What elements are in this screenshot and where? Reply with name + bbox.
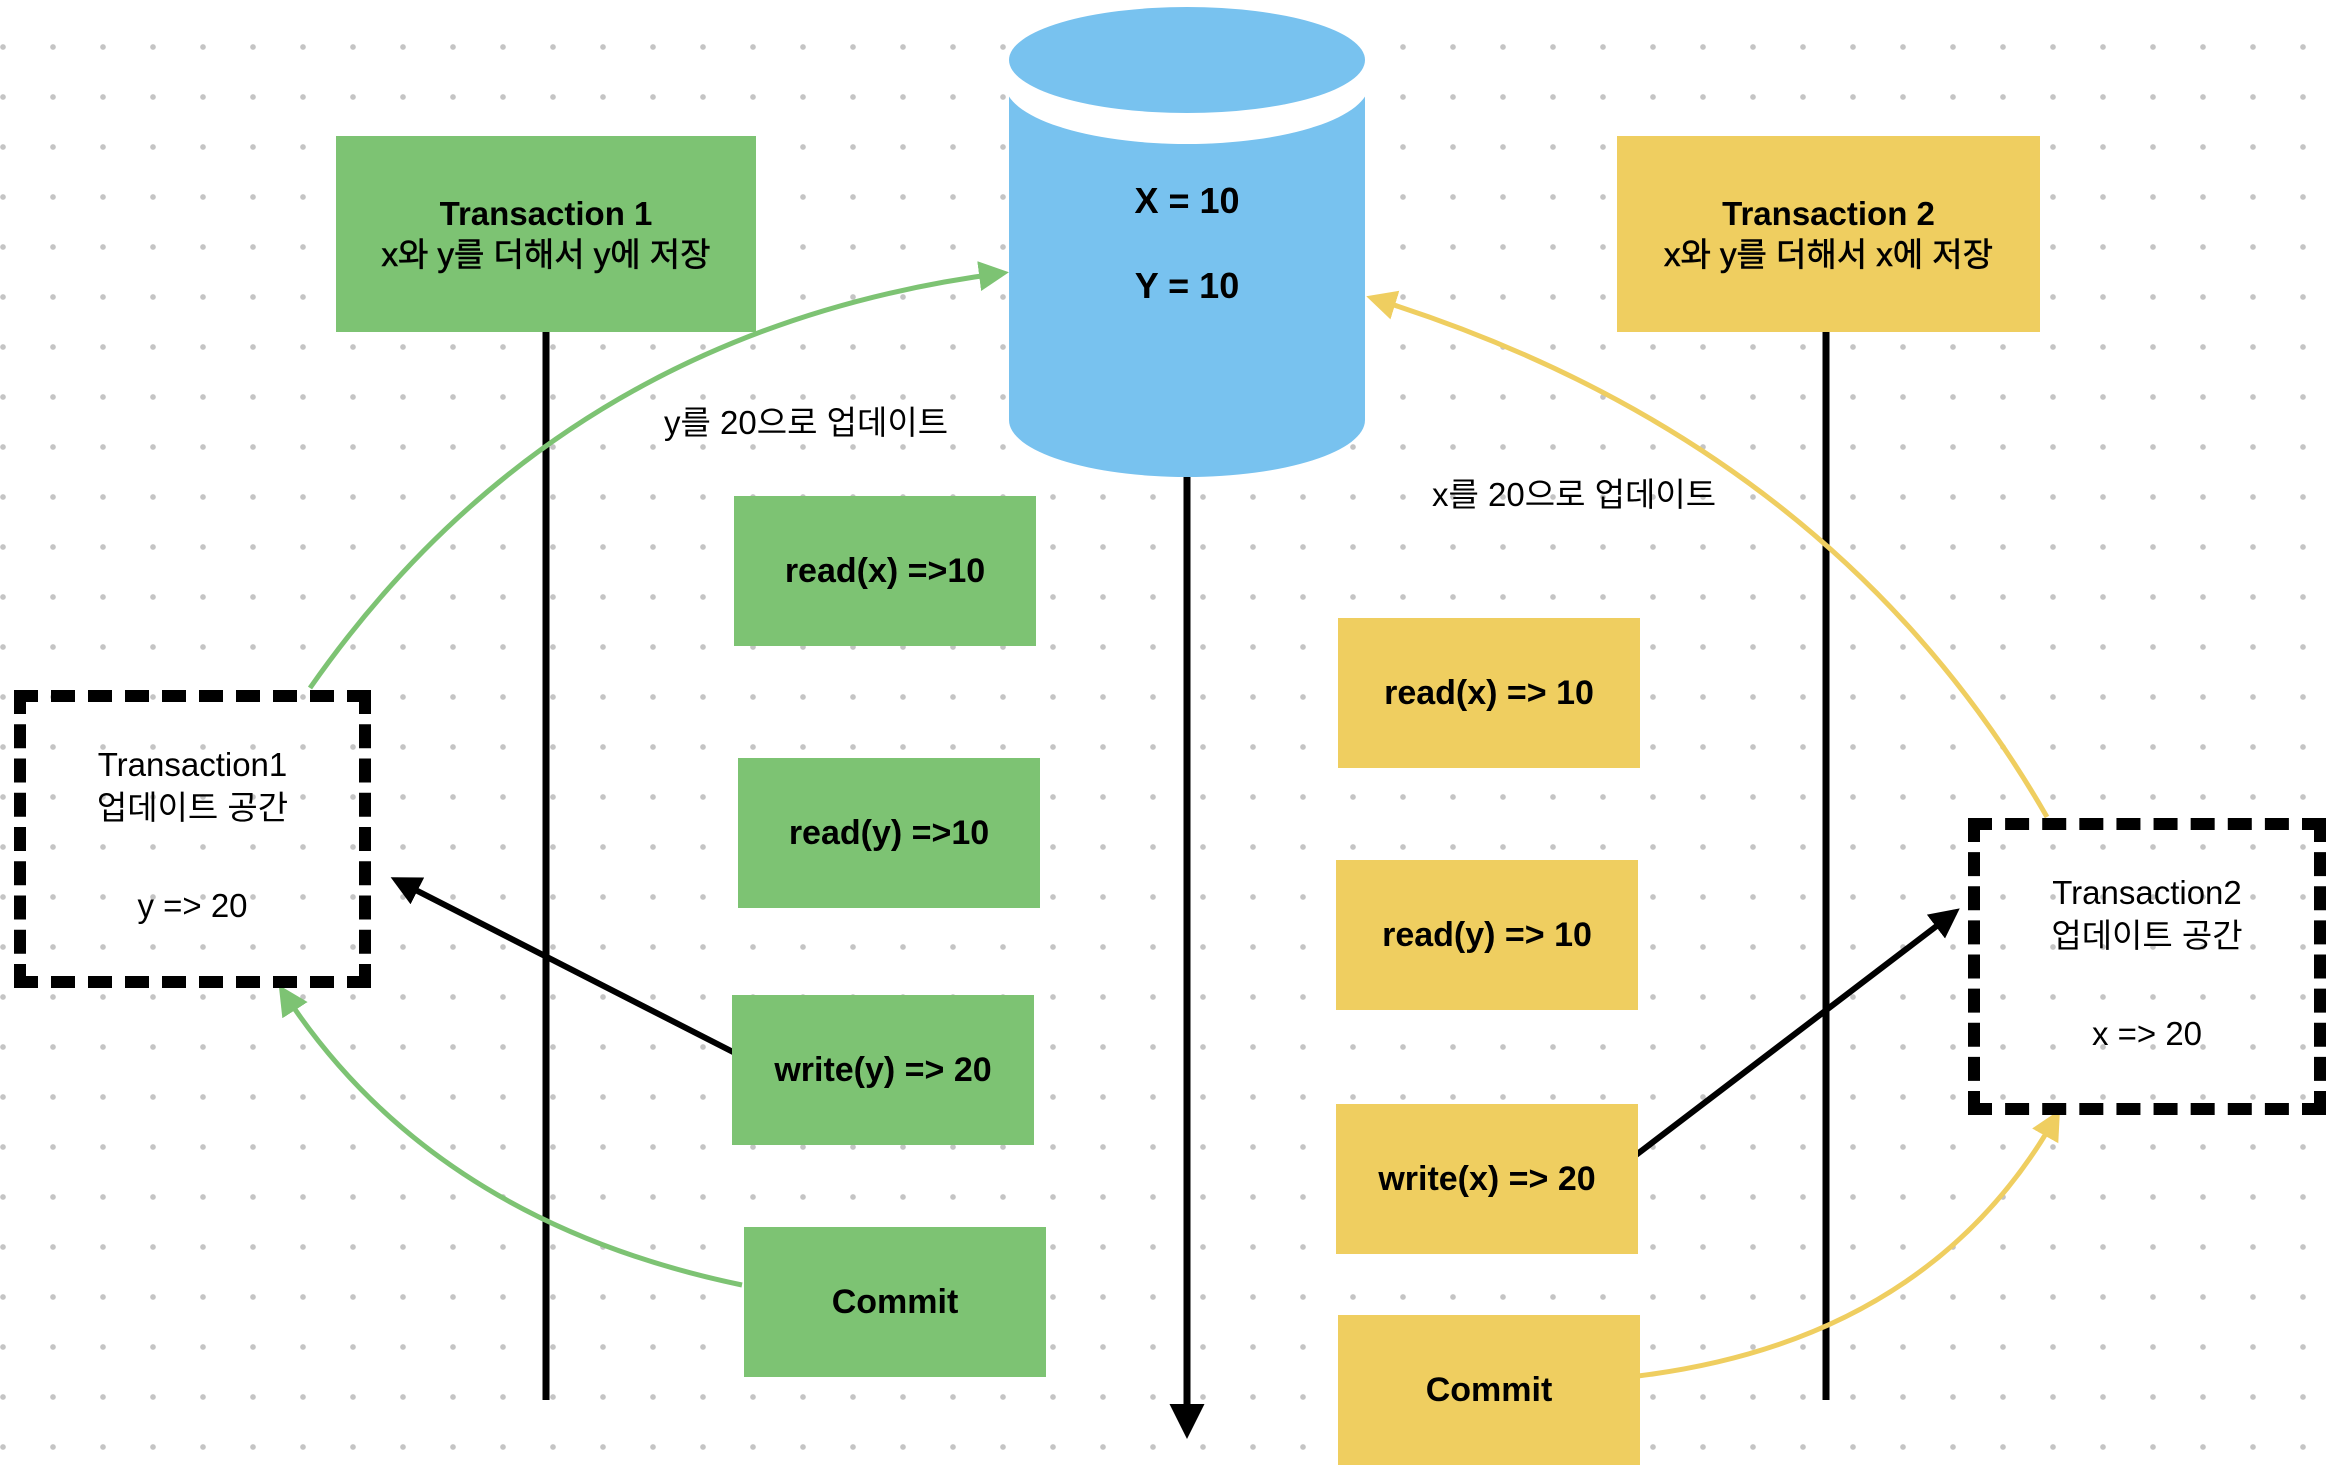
database-y-value: Y = 10 bbox=[1134, 265, 1240, 306]
transaction1-title: Transaction 1 bbox=[439, 194, 653, 232]
t2-space-title: Transaction2 bbox=[2052, 874, 2242, 911]
t1-update-label: y를 20으로 업데이트 bbox=[664, 404, 949, 441]
transaction2-description: x와 y를 더해서 x에 저장 bbox=[1663, 236, 1994, 274]
t2-update-label: x를 20으로 업데이트 bbox=[1432, 476, 1717, 513]
t2-write-to-space-arrow bbox=[1634, 908, 1960, 1158]
t1-space-title: Transaction1 bbox=[97, 746, 288, 783]
t2-op-read-y[interactable]: read(y) => 10 bbox=[1336, 860, 1638, 1010]
transaction1-header[interactable]: Transaction 1 x와 y를 더해서 y에 저장 bbox=[336, 136, 756, 332]
t1-op-write-y[interactable]: write(y) => 20 bbox=[732, 995, 1034, 1145]
transaction1-update-space[interactable]: Transaction1 업데이트 공간 y => 20 bbox=[14, 690, 371, 988]
t2-update-to-db-arrow bbox=[1366, 290, 2050, 819]
transaction1-description: x와 y를 더해서 y에 저장 bbox=[381, 236, 711, 274]
database-x-value: X = 10 bbox=[1134, 180, 1240, 221]
t2-op-write-x[interactable]: write(x) => 20 bbox=[1336, 1104, 1638, 1254]
t2-space-subtitle: 업데이트 공간 bbox=[2051, 916, 2243, 954]
t1-space-subtitle: 업데이트 공간 bbox=[96, 788, 289, 826]
t1-commit-to-space-arrow bbox=[278, 984, 743, 1288]
database-cylinder-icon bbox=[1005, 7, 1369, 477]
t1-update-to-db-arrow bbox=[307, 261, 1009, 690]
t1-op-read-x[interactable]: read(x) =>10 bbox=[734, 496, 1036, 646]
t1-op-read-y[interactable]: read(y) =>10 bbox=[738, 758, 1040, 908]
t2-op-commit[interactable]: Commit bbox=[1338, 1315, 1640, 1465]
t2-commit-to-space-arrow bbox=[1637, 1109, 2060, 1379]
t2-op-read-x[interactable]: read(x) => 10 bbox=[1338, 618, 1640, 768]
t1-write-to-space-arrow bbox=[390, 877, 737, 1056]
transaction2-title: Transaction 2 bbox=[1722, 194, 1935, 232]
transaction2-header[interactable]: Transaction 2 x와 y를 더해서 x에 저장 bbox=[1617, 136, 2040, 332]
t1-space-value: y => 20 bbox=[137, 886, 248, 924]
transaction2-update-space[interactable]: Transaction2 업데이트 공간 x => 20 bbox=[1968, 818, 2326, 1115]
t2-space-value: x => 20 bbox=[2091, 1014, 2203, 1052]
t1-op-commit[interactable]: Commit bbox=[744, 1227, 1046, 1377]
